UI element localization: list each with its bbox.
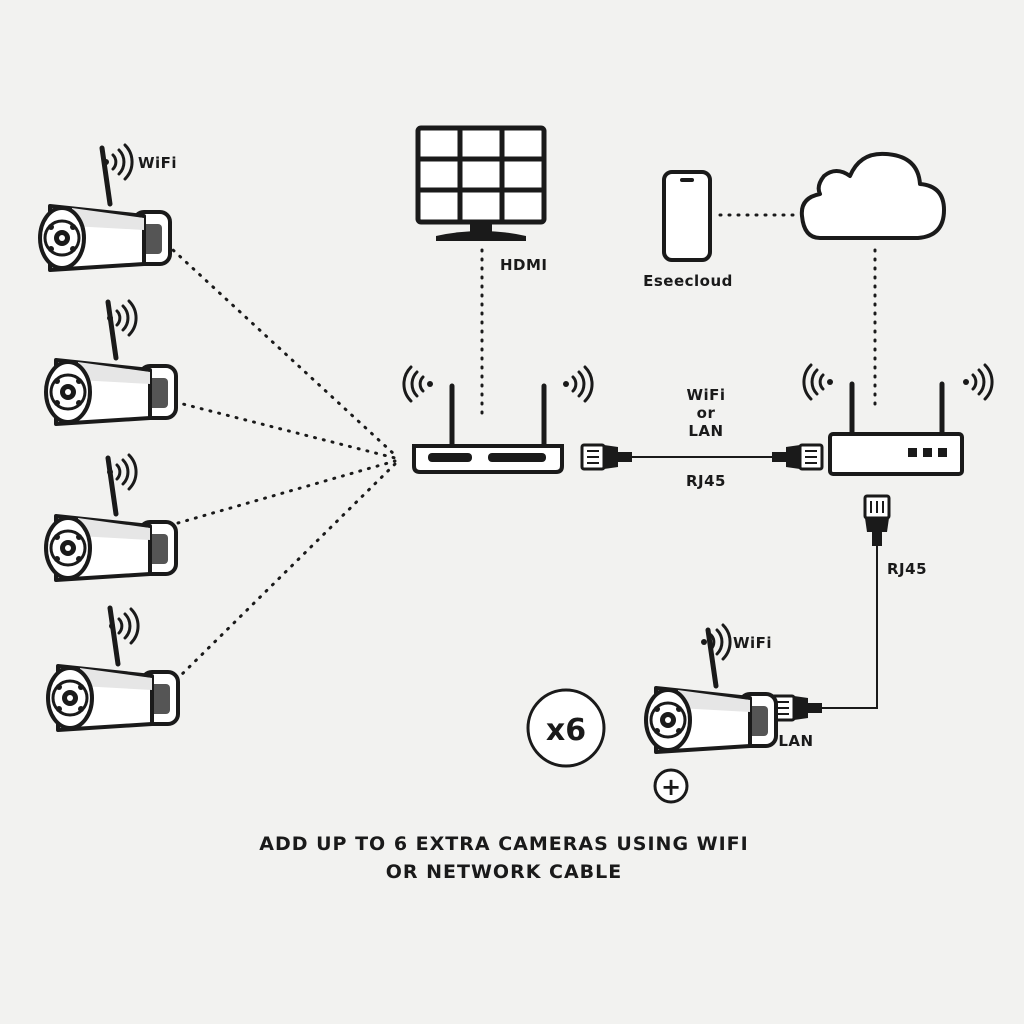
- plus-badge: [653, 768, 689, 804]
- wifi-signal-icon: [561, 365, 594, 403]
- rj45-label-horizontal: RJ45: [686, 472, 726, 490]
- router-icon: [828, 381, 964, 476]
- link-camera-2: [173, 400, 397, 460]
- wifi-signal-icon: [802, 363, 835, 401]
- plus-label: +: [661, 773, 681, 801]
- wifi-signal-icon: [961, 363, 994, 401]
- rj45-plug-icon: [770, 443, 824, 471]
- link-camera-4: [168, 462, 397, 688]
- rj45-plug-icon: [770, 694, 824, 722]
- camera-links: [158, 213, 877, 688]
- rj45-plug-icon: [580, 443, 634, 471]
- cloud-icon: [799, 151, 946, 240]
- wifi-label-top: WiFi: [138, 154, 177, 172]
- caption-line-1: ADD UP TO 6 EXTRA CAMERAS USING WIFI: [259, 833, 748, 855]
- wifi-label-extra: WiFi: [733, 634, 772, 652]
- smartphone-icon: [662, 170, 712, 262]
- link-mode-lan: LAN: [688, 422, 723, 440]
- cable-router-extra-camera: [822, 544, 878, 709]
- link-camera-1: [158, 236, 397, 457]
- link-mode-or: or: [697, 404, 716, 422]
- multiplier-badge: [526, 688, 606, 768]
- caption-line-2: OR NETWORK CABLE: [386, 861, 623, 883]
- rj45-plug-icon: [863, 494, 891, 548]
- link-mode-wifi: WiFi: [686, 386, 725, 404]
- monitor-icon: [415, 125, 547, 241]
- app-label: Eseecloud: [643, 272, 733, 290]
- link-camera-3: [176, 459, 397, 525]
- nvr-icon: [412, 383, 564, 474]
- hdmi-label: HDMI: [500, 256, 548, 274]
- wifi-camera-icon: [46, 458, 176, 580]
- wifi-signal-icon: [699, 623, 732, 661]
- rj45-label-vertical: RJ45: [887, 560, 927, 578]
- wifi-signal-icon: [402, 365, 435, 403]
- multiplier-label: x6: [546, 713, 586, 748]
- lan-label: LAN: [778, 732, 813, 750]
